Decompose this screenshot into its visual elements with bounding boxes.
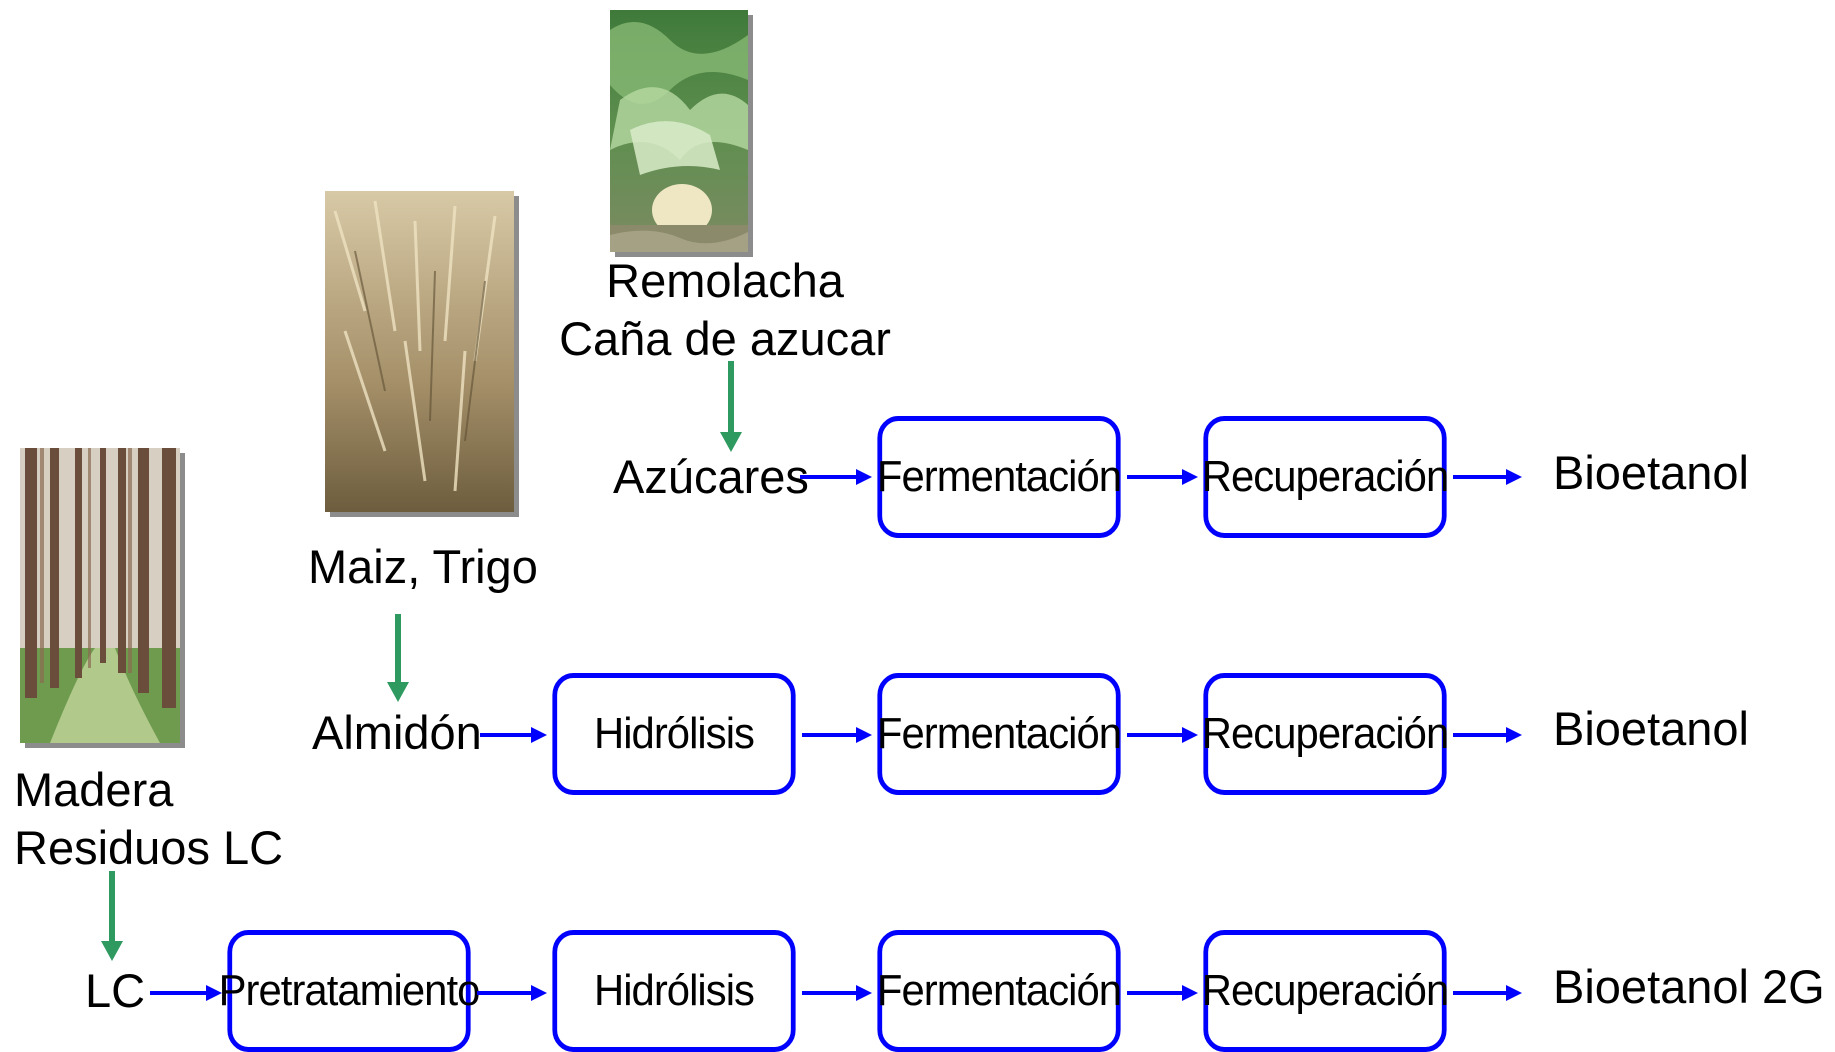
- sugar-feedstock-line2: Caña de azucar: [559, 312, 891, 365]
- route-3-step-pretreatment: Pretratamiento: [219, 930, 480, 1052]
- sugar-beet-photo: [610, 10, 748, 252]
- route-3-step-4-label: Recuperación: [1201, 966, 1449, 1015]
- route-1-step-1-label: Fermentación: [876, 452, 1122, 501]
- sugar-feedstock-label: Remolacha Caña de azucar: [550, 252, 900, 368]
- route-3-step-1-label: Pretratamiento: [218, 966, 481, 1015]
- route-3-step-recovery: Recuperación: [1201, 930, 1449, 1052]
- sugar-feedstock-line1: Remolacha: [606, 254, 844, 307]
- route-1-input: Azúcares: [613, 450, 809, 503]
- forest-illustration: [20, 448, 180, 743]
- route-2-input: Almidón: [312, 706, 482, 759]
- route-3-step-3-label: Fermentación: [876, 966, 1122, 1015]
- lc-feedstock-line1: Madera: [14, 763, 174, 816]
- route-2-step-1-label: Hidrólisis: [593, 709, 755, 758]
- sugar-beet-illustration: [610, 10, 748, 252]
- route-2-step-recovery: Recuperación: [1201, 673, 1449, 795]
- route-2-step-3-label: Recuperación: [1201, 709, 1449, 758]
- route-2-output: Bioetanol: [1553, 702, 1749, 755]
- lignocellulose-feedstock-label: Madera Residuos LC: [14, 761, 283, 877]
- route-3-input: LC: [85, 964, 146, 1017]
- route-1-step-recovery: Recuperación: [1201, 416, 1449, 538]
- starch-feedstock-line1: Maiz, Trigo: [308, 540, 538, 593]
- wheat-illustration: [325, 191, 514, 512]
- wheat-field-photo: [325, 191, 514, 512]
- route-1-step-fermentation: Fermentación: [876, 416, 1122, 538]
- route-3-step-2-label: Hidrólisis: [593, 966, 755, 1015]
- route-2-step-2-label: Fermentación: [876, 709, 1122, 758]
- route-3-output: Bioetanol 2G: [1553, 960, 1825, 1013]
- route-3-step-fermentation: Fermentación: [876, 930, 1122, 1052]
- route-1-output: Bioetanol: [1553, 446, 1749, 499]
- route-1-step-2-label: Recuperación: [1201, 452, 1449, 501]
- route-2-step-fermentation: Fermentación: [876, 673, 1122, 795]
- lc-feedstock-line2: Residuos LC: [14, 821, 284, 874]
- forest-photo: [20, 448, 180, 743]
- starch-feedstock-label: Maiz, Trigo: [308, 538, 538, 596]
- route-3-step-hydrolysis: Hidrólisis: [552, 930, 796, 1052]
- route-2-step-hydrolysis: Hidrólisis: [552, 673, 796, 795]
